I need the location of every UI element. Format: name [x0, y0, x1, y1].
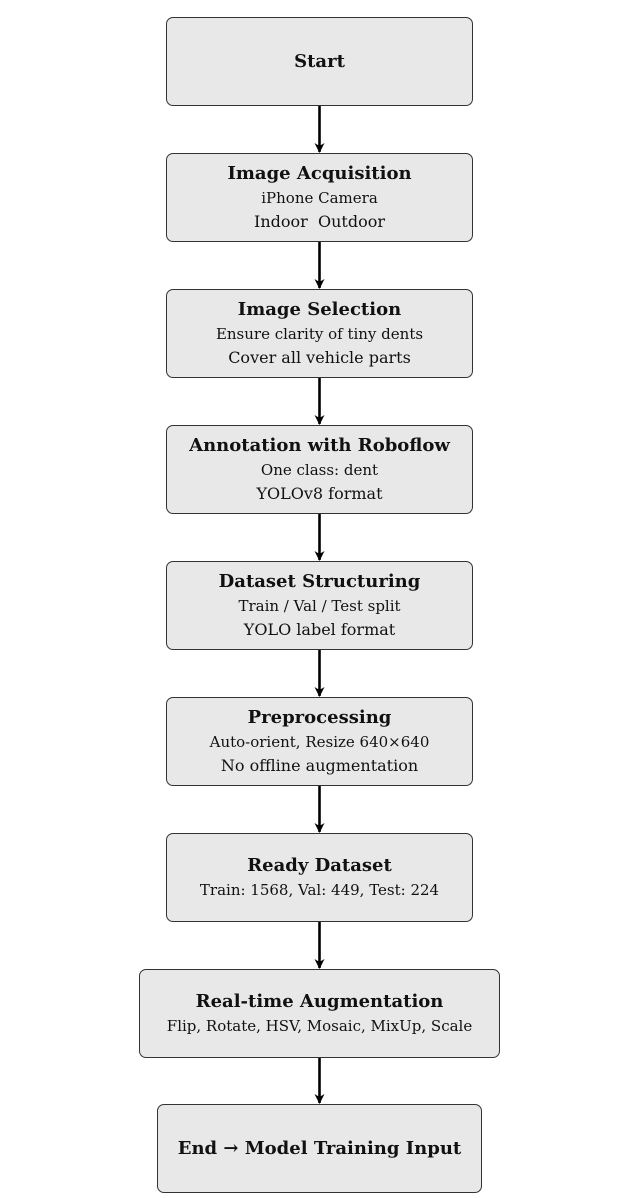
node-annotation: Annotation with Roboflow One class: dent…: [166, 425, 473, 514]
node-title: Dataset Structuring: [218, 570, 421, 592]
node-ready-dataset: Ready Dataset Train: 1568, Val: 449, Tes…: [166, 833, 473, 922]
node-title: Image Selection: [237, 298, 402, 320]
node-detail: YOLOv8 format: [256, 483, 383, 503]
node-dataset-structuring: Dataset Structuring Train / Val / Test s…: [166, 561, 473, 650]
node-detail: Auto-orient, Resize 640×640: [209, 732, 430, 751]
node-title: Real-time Augmentation: [195, 990, 444, 1012]
node-start: Start: [166, 17, 473, 106]
node-detail: Cover all vehicle parts: [228, 347, 411, 367]
node-detail: No offline augmentation: [220, 755, 419, 775]
node-end: End → Model Training Input: [157, 1104, 482, 1193]
node-image-acquisition: Image Acquisition iPhone Camera Indoor O…: [166, 153, 473, 242]
node-title: Annotation with Roboflow: [189, 434, 450, 456]
node-detail: Train: 1568, Val: 449, Test: 224: [199, 880, 440, 899]
node-detail: Indoor Outdoor: [254, 211, 385, 231]
node-preprocessing: Preprocessing Auto-orient, Resize 640×64…: [166, 697, 473, 786]
node-detail: Ensure clarity of tiny dents: [215, 324, 424, 343]
node-detail: YOLO label format: [243, 619, 396, 639]
node-title: Image Acquisition: [227, 162, 412, 184]
node-detail: One class: dent: [260, 460, 379, 479]
node-title: End → Model Training Input: [177, 1137, 462, 1159]
node-detail: Flip, Rotate, HSV, Mosaic, MixUp, Scale: [166, 1016, 473, 1035]
node-title: Preprocessing: [247, 706, 392, 728]
node-detail: Train / Val / Test split: [238, 596, 401, 615]
node-image-selection: Image Selection Ensure clarity of tiny d…: [166, 289, 473, 378]
node-title: Start: [294, 50, 345, 72]
node-realtime-augmentation: Real-time Augmentation Flip, Rotate, HSV…: [139, 969, 500, 1058]
node-title: Ready Dataset: [247, 854, 392, 876]
node-detail: iPhone Camera: [261, 188, 378, 207]
